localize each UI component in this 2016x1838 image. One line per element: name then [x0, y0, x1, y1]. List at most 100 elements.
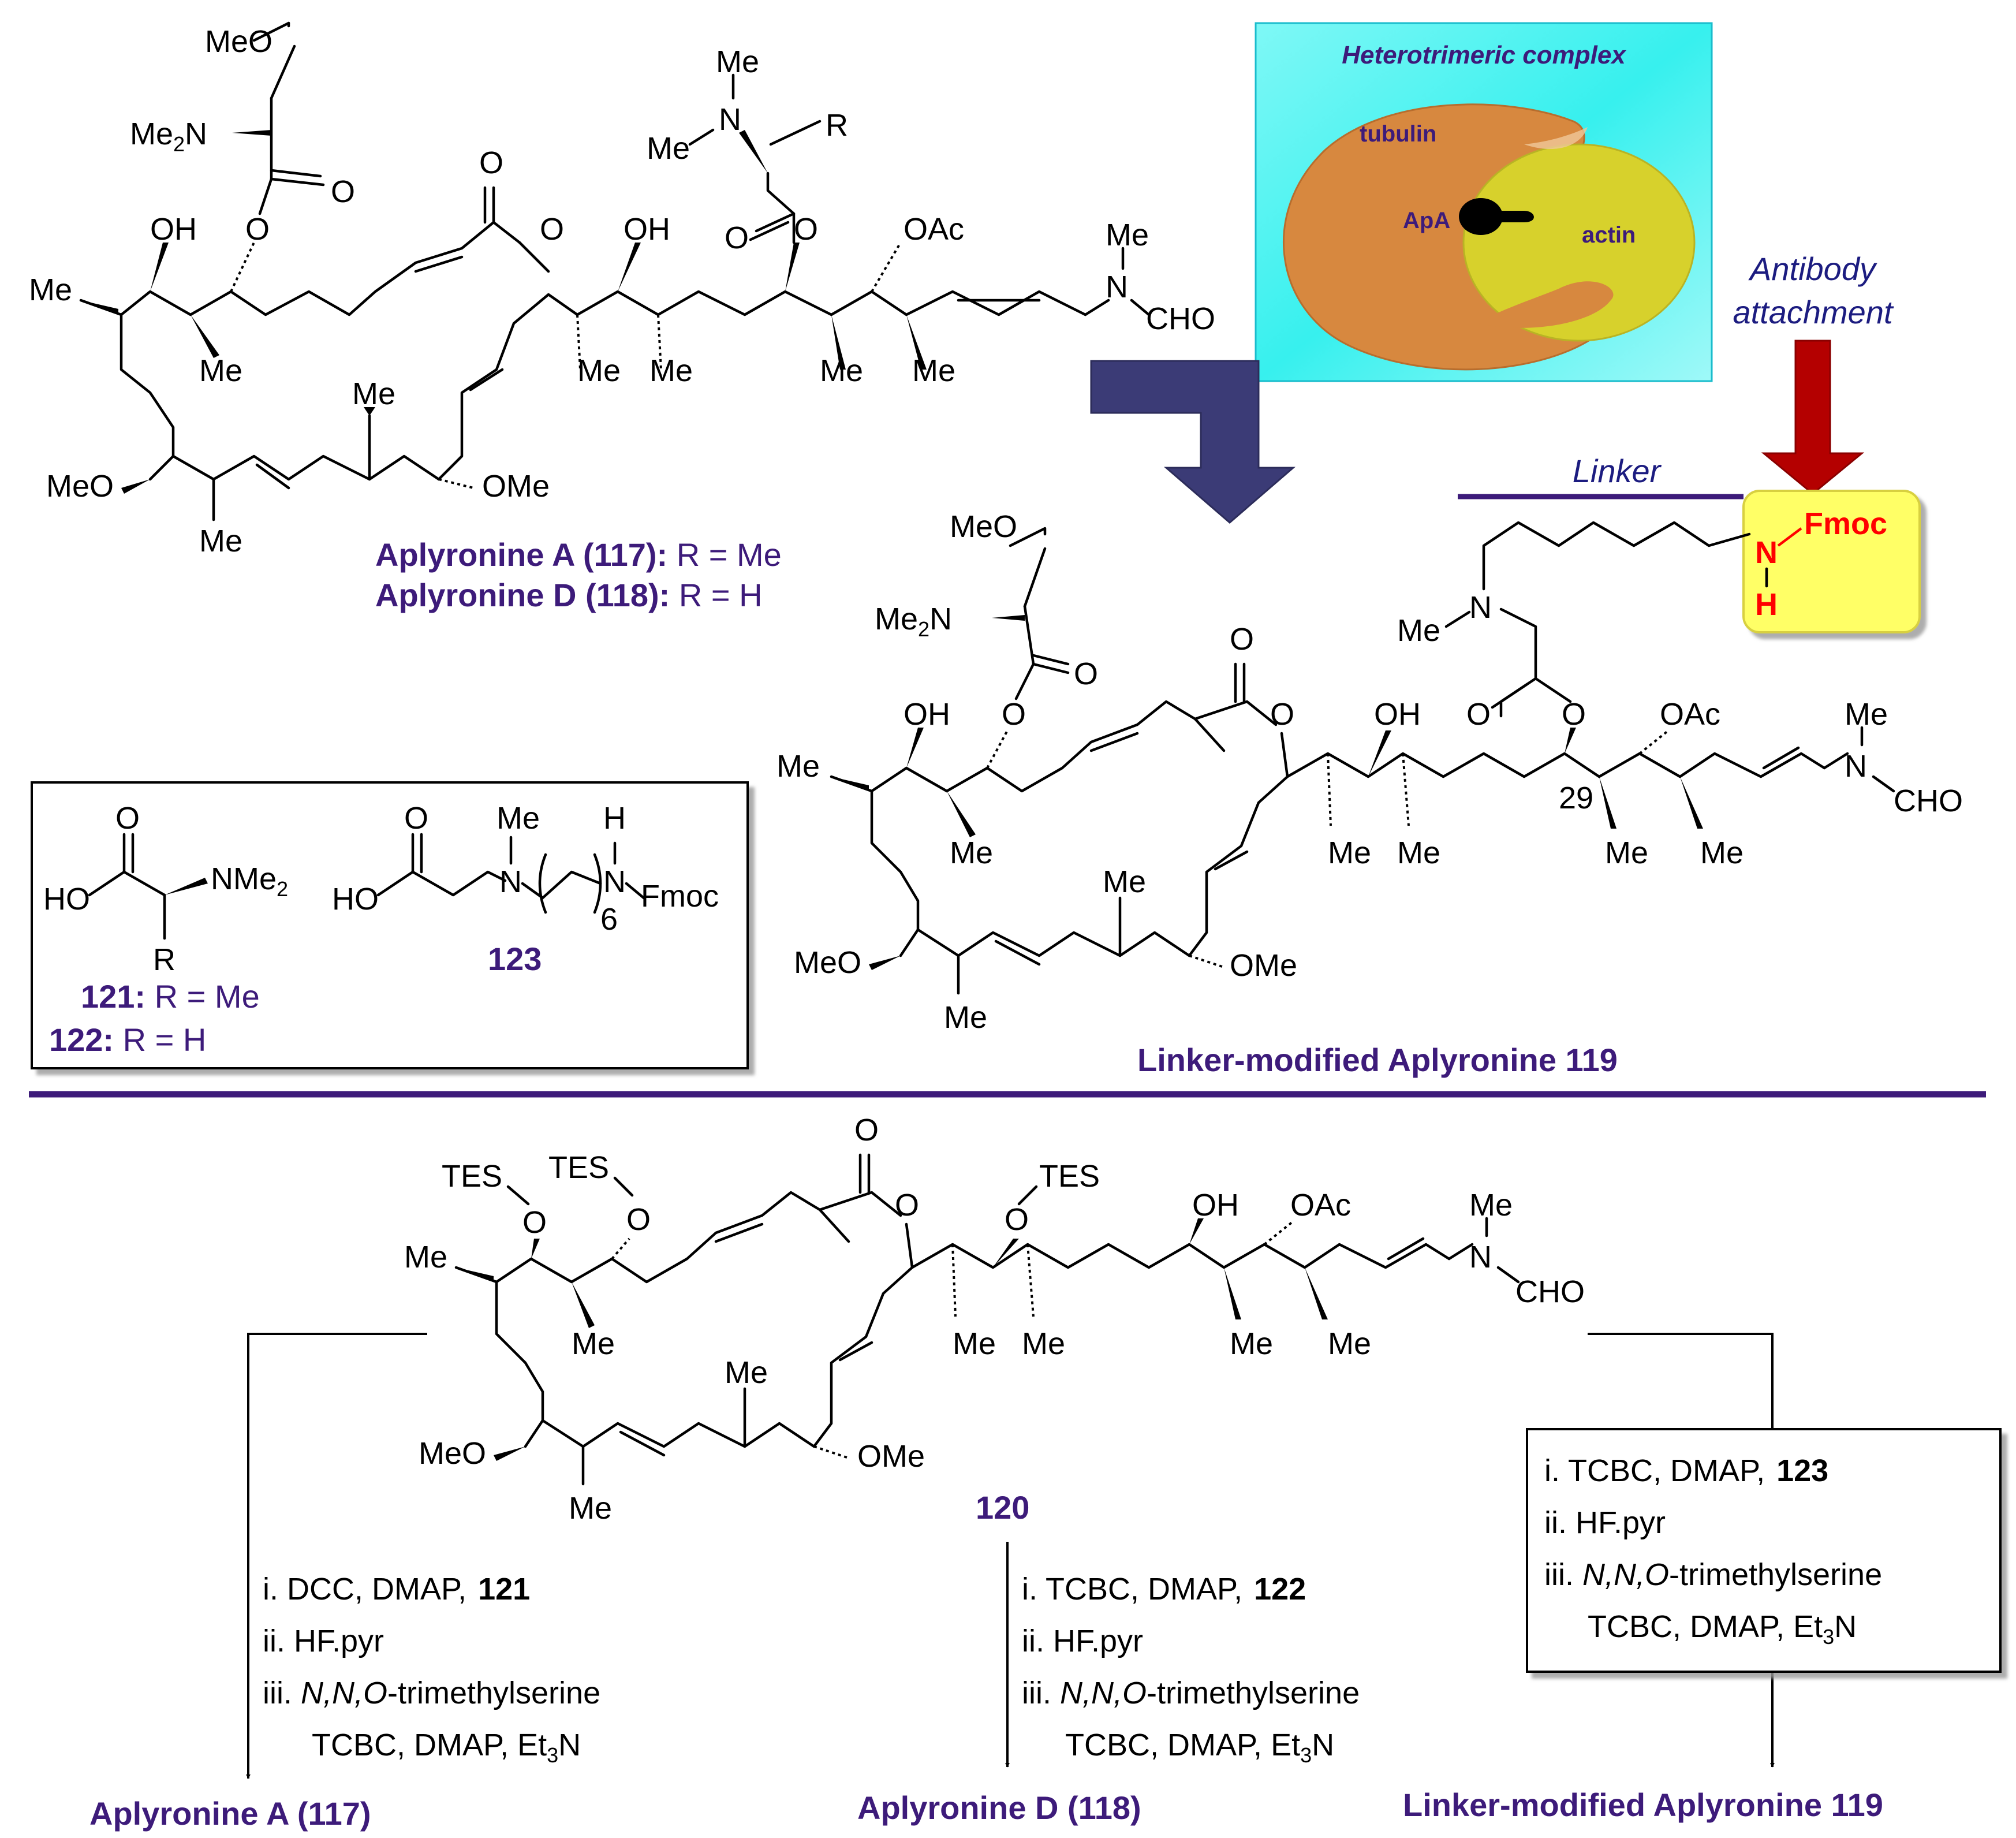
me-n-top: Me [1106, 218, 1149, 252]
oh-119-mid: OH [1374, 697, 1421, 732]
fmoc-highlight-box [1742, 490, 1921, 633]
meo-120: MeO [419, 1436, 486, 1471]
product-aplyronine-d: Aplyronine D (118) [857, 1789, 1141, 1826]
compound-120-structure: TES O TES O TES O O O Me Me Me MeO Me OM… [404, 1113, 1585, 1526]
me-c2: Me [577, 353, 621, 388]
left-route-arrow [246, 1333, 427, 1779]
me-120-c5: Me [1328, 1326, 1371, 1361]
svg-text:TCBC, DMAP, Et3N: TCBC, DMAP, Et3N [1588, 1609, 1857, 1649]
me-n-120: Me [1469, 1188, 1513, 1222]
six-123: 6 [600, 902, 618, 937]
big-bent-arrow [1090, 360, 1296, 524]
ester-o-119-l: O [1002, 697, 1026, 732]
linker-label: Linker [1573, 453, 1662, 489]
label-123-box: 123 [488, 941, 542, 977]
tes-1: TES [442, 1159, 502, 1194]
svg-text:ii. HF.pyr: ii. HF.pyr [263, 1624, 384, 1658]
n-h-123: N [603, 864, 626, 899]
aplyronine-a-label: Aplyronine A (117): R = Me [375, 536, 782, 573]
nh-h-red: H [1755, 587, 1778, 622]
me-119-c1: Me [950, 836, 993, 870]
svg-text:ii. HF.pyr: ii. HF.pyr [1544, 1505, 1666, 1540]
me-119-chain: Me [944, 1000, 987, 1035]
cho-top: CHO [1146, 301, 1215, 336]
o-121: O [115, 801, 140, 836]
svg-text:TCBC, DMAP, Et3N: TCBC, DMAP, Et3N [312, 1728, 581, 1767]
right-conditions: i. TCBC, DMAP,123 ii. HF.pyr iii. N,N,O-… [1544, 1453, 1882, 1649]
ho-123: HO [332, 882, 379, 916]
me-119-ring: Me [1103, 864, 1146, 899]
fmoc-123: Fmoc [641, 879, 719, 914]
actin-shape [1462, 143, 1696, 342]
inset-title: Heterotrimeric complex [1342, 41, 1626, 69]
fmoc-red-label: Fmoc [1804, 506, 1887, 541]
left-conditions: i. DCC, DMAP,121 ii. HF.pyr iii. N,N,O-t… [263, 1572, 600, 1767]
svg-text:TCBC, DMAP, Et3N: TCBC, DMAP, Et3N [1065, 1728, 1334, 1767]
macrolactone-o-120: O [895, 1188, 919, 1222]
meo-119: MeO [950, 509, 1017, 544]
me2n-top-left: Me2N [130, 117, 207, 156]
antibody-label-1: Antibody [1748, 251, 1877, 287]
me-120-end: Me [404, 1240, 447, 1274]
me-n-119: Me [1845, 697, 1888, 732]
meo-left: MeO [46, 469, 114, 504]
me-left-end: Me [29, 273, 72, 307]
product-linker-119: Linker-modified Aplyronine 119 [1403, 1787, 1883, 1823]
ome-119: OMe [1230, 948, 1297, 983]
cho-119: CHO [1894, 784, 1963, 818]
me-120-chain: Me [569, 1491, 612, 1526]
linker-modified-119-label: Linker-modified Aplyronine 119 [1137, 1042, 1618, 1078]
o-tes-1: O [522, 1205, 547, 1240]
right-route-arrow-top [1588, 1333, 1774, 1429]
me-119-c5: Me [1700, 836, 1744, 870]
me-n-side-2: Me [647, 131, 690, 166]
h-123: H [603, 801, 626, 836]
me2n-119: Me2N [875, 602, 952, 641]
me-123: Me [496, 801, 540, 836]
oac-120: OAc [1290, 1188, 1351, 1222]
nh-n-red: N [1755, 535, 1778, 570]
aplyronine-d-label: Aplyronine D (118): R = H [375, 577, 763, 613]
tes-3: TES [1039, 1159, 1100, 1194]
svg-text:i. DCC, DMAP,121: i. DCC, DMAP,121 [263, 1572, 530, 1606]
svg-text:iii. N,N,O-trimethylserine: iii. N,N,O-trimethylserine [263, 1676, 600, 1710]
me-n-linker: Me [1397, 613, 1440, 648]
n-sidechain-right: N [719, 102, 741, 137]
dienoate-o-120: O [854, 1113, 879, 1147]
apa-shape [1459, 198, 1503, 235]
o-123: O [404, 801, 428, 836]
aplyronine-a-structure: MeO Me2N O O O O OH Me Me Me MeO Me [29, 21, 1215, 613]
carbonyl-o-119-l: O [1074, 657, 1098, 691]
middle-conditions: i. TCBC, DMAP,122 ii. HF.pyr iii. N,N,O-… [1022, 1572, 1360, 1767]
me-119-c4: Me [1605, 836, 1648, 870]
carbonyl-o-top-left: O [331, 174, 355, 209]
me-119-end: Me [776, 749, 820, 784]
oac-top: OAc [904, 212, 964, 247]
heterotrimeric-complex-inset: Heterotrimeric complex tubulin ApA actin [1255, 22, 1713, 382]
oh-left: OH [150, 212, 197, 247]
macrolactone-o-119: O [1270, 697, 1294, 732]
me-chain-end: Me [199, 524, 242, 558]
me-c3: Me [649, 353, 693, 388]
nme2-121: NMe2 [211, 862, 288, 901]
svg-text:iii. N,N,O-trimethylserine: iii. N,N,O-trimethylserine [1544, 1557, 1882, 1592]
me-120-c3: Me [1022, 1326, 1065, 1361]
oac-119: OAc [1660, 697, 1720, 732]
me-120-c4: Me [1230, 1326, 1273, 1361]
me-120-c1: Me [572, 1326, 615, 1361]
r-group: R [826, 108, 848, 143]
red-down-arrow [1761, 340, 1865, 495]
svg-text:i. TCBC, DMAP,122: i. TCBC, DMAP,122 [1022, 1572, 1306, 1606]
n-formamide-top: N [1106, 270, 1128, 304]
n-formamide-119: N [1845, 749, 1867, 784]
carbonyl-o-right: O [725, 221, 749, 255]
actin-label: actin [1582, 222, 1636, 248]
oh-mid: OH [624, 212, 670, 247]
label-121: 121: R = Me [81, 978, 260, 1015]
ester-o-119-r: O [1562, 697, 1586, 732]
me-120-ring: Me [725, 1355, 768, 1390]
svg-text:iii. N,N,O-trimethylserine: iii. N,N,O-trimethylserine [1022, 1676, 1360, 1710]
tubulin-label: tubulin [1360, 121, 1436, 147]
me-c4: Me [820, 353, 863, 388]
